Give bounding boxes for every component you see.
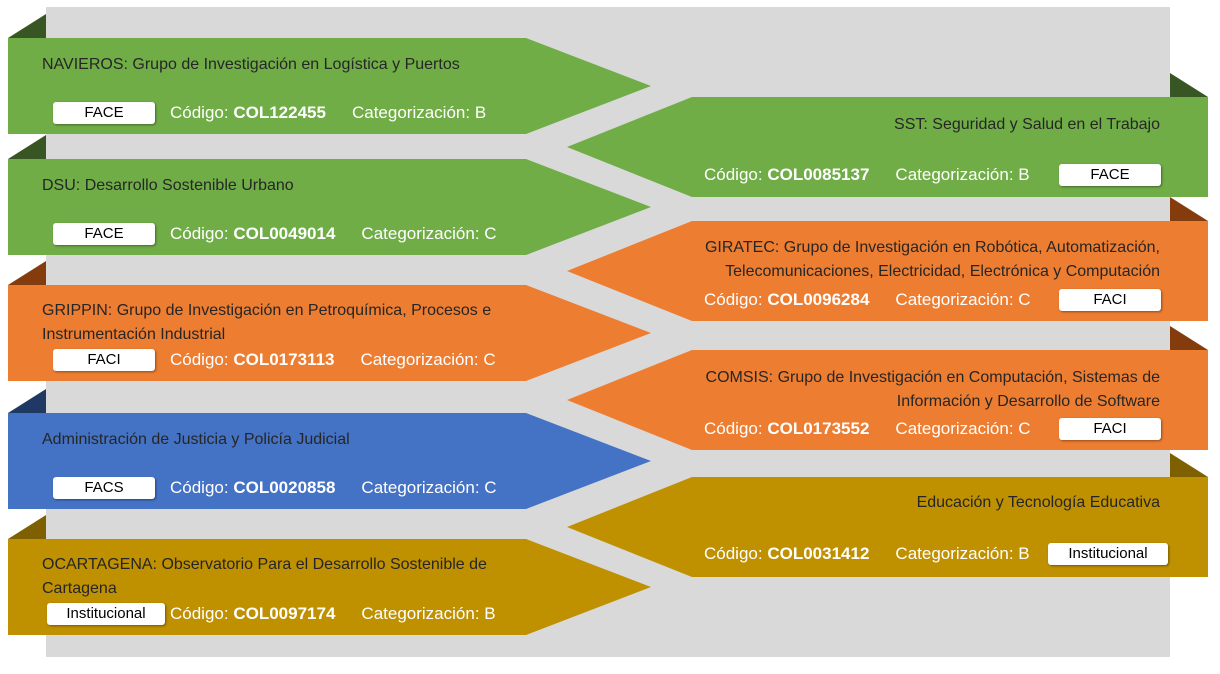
group-name: Administración de Justicia y Policía Jud… (42, 431, 350, 448)
group-category: B (484, 604, 496, 623)
arrow-right-group (567, 350, 1208, 450)
group-category: B (1018, 165, 1030, 184)
group-meta: Código: COL0020858 Categorización: C (170, 476, 497, 500)
group-meta: Código: COL0097174 Categorización: B (170, 602, 496, 626)
faculty-badge: FACI (1059, 418, 1161, 440)
group-title: Educación y Tecnología Educativa (660, 491, 1160, 515)
group-acronym: GIRATEC: (704, 239, 780, 256)
codigo-label: Código: (170, 224, 229, 243)
group-category: B (474, 103, 487, 122)
codigo-label: Código: (170, 604, 229, 623)
arrow-tab (1170, 197, 1208, 221)
group-code: COL0031412 (767, 544, 870, 563)
group-category: B (1018, 544, 1030, 563)
arrow-left-group (8, 539, 651, 635)
arrow-right-group (567, 97, 1208, 197)
arrow-right-group (567, 221, 1208, 321)
faculty-badge: FACE (53, 223, 155, 245)
group-code: COL0097174 (233, 604, 336, 623)
group-category: C (1018, 419, 1031, 438)
group-title: SST: Seguridad y Salud en el Trabajo (660, 113, 1160, 137)
group-meta: Código: COL0031412 Categorización: B (704, 542, 1030, 566)
group-category: C (484, 224, 497, 243)
group-code: COL0173113 (233, 350, 335, 369)
categorizacion-label: Categorización: (895, 419, 1014, 438)
group-meta: Código: COL0173113 Categorización: C (170, 348, 496, 372)
group-code: COL0049014 (233, 224, 336, 243)
group-code: COL0085137 (767, 165, 870, 184)
categorizacion-label: Categorización: (361, 224, 480, 243)
arrow-tab (8, 135, 46, 159)
group-category: C (1018, 290, 1031, 309)
arrow-right-group (567, 477, 1208, 577)
group-title: GIRATEC: Grupo de Investigación en Robót… (660, 236, 1160, 284)
group-meta: Código: COL0173552 Categorización: C (704, 417, 1031, 441)
arrow-tab (1170, 326, 1208, 350)
codigo-label: Código: (704, 165, 763, 184)
categorizacion-label: Categorización: (361, 478, 480, 497)
group-code: COL122455 (233, 103, 326, 122)
categorizacion-label: Categorización: (361, 604, 480, 623)
group-acronym: DSU: (42, 177, 81, 194)
group-name: Observatorio Para el Desarrollo Sostenib… (42, 556, 487, 597)
arrow-left-group (8, 38, 651, 134)
categorizacion-label: Categorización: (895, 544, 1014, 563)
group-title: COMSIS: Grupo de Investigación en Comput… (660, 366, 1160, 414)
arrow-tab (8, 515, 46, 539)
categorizacion-label: Categorización: (895, 290, 1014, 309)
arrow-left-group (8, 159, 651, 255)
group-acronym: NAVIEROS: (42, 56, 128, 73)
group-code: COL0173552 (767, 419, 870, 438)
faculty-badge: Institucional (47, 603, 165, 625)
faculty-badge: FACE (53, 102, 155, 124)
group-meta: Código: COL0049014 Categorización: C (170, 222, 497, 246)
group-code: COL0096284 (767, 290, 870, 309)
group-name: Grupo de Investigación en Petroquímica, … (42, 302, 492, 343)
faculty-badge: Institucional (1048, 543, 1168, 565)
arrow-tab (8, 14, 46, 38)
group-name: Seguridad y Salud en el Trabajo (932, 116, 1160, 133)
group-acronym: GRIPPIN: (42, 302, 113, 319)
group-name: Educación y Tecnología Educativa (916, 494, 1160, 511)
arrow-tab (8, 261, 46, 285)
group-title: GRIPPIN: Grupo de Investigación en Petro… (42, 299, 542, 347)
group-name: Desarrollo Sostenible Urbano (84, 177, 294, 194)
group-category: C (483, 350, 496, 369)
group-acronym: OCARTAGENA: (42, 556, 157, 573)
faculty-badge: FACS (53, 477, 155, 499)
group-title: OCARTAGENA: Observatorio Para el Desarro… (42, 553, 542, 601)
group-code: COL0020858 (233, 478, 336, 497)
group-acronym: COMSIS: (705, 369, 774, 386)
group-meta: Código: COL0096284 Categorización: C (704, 288, 1031, 312)
arrow-left-group (8, 285, 651, 381)
group-category: C (484, 478, 497, 497)
group-acronym: SST: (894, 116, 928, 133)
arrow-tab (1170, 73, 1208, 97)
group-meta: Código: COL0085137 Categorización: B (704, 163, 1030, 187)
group-title: DSU: Desarrollo Sostenible Urbano (42, 174, 602, 198)
codigo-label: Código: (704, 544, 763, 563)
faculty-badge: FACI (1059, 289, 1161, 311)
arrow-tab (8, 389, 46, 413)
group-title: NAVIEROS: Grupo de Investigación en Logí… (42, 53, 602, 77)
faculty-badge: FACE (1059, 164, 1161, 186)
codigo-label: Código: (704, 419, 763, 438)
arrow-tab (1170, 453, 1208, 477)
codigo-label: Código: (170, 478, 229, 497)
group-name: Grupo de Investigación en Computación, S… (777, 369, 1160, 410)
categorizacion-label: Categorización: (360, 350, 479, 369)
arrow-left-group (8, 413, 651, 509)
categorizacion-label: Categorización: (895, 165, 1014, 184)
categorizacion-label: Categorización: (351, 103, 471, 122)
group-name: Grupo de Investigación en Logística y Pu… (132, 56, 460, 73)
faculty-badge: FACI (53, 349, 155, 371)
group-name: Grupo de Investigación en Robótica, Auto… (725, 239, 1160, 280)
group-title: Administración de Justicia y Policía Jud… (42, 428, 602, 452)
group-meta: Código: COL122455 Categorización: B (170, 101, 486, 125)
codigo-label: Código: (170, 103, 229, 122)
codigo-label: Código: (704, 290, 763, 309)
codigo-label: Código: (170, 350, 229, 369)
